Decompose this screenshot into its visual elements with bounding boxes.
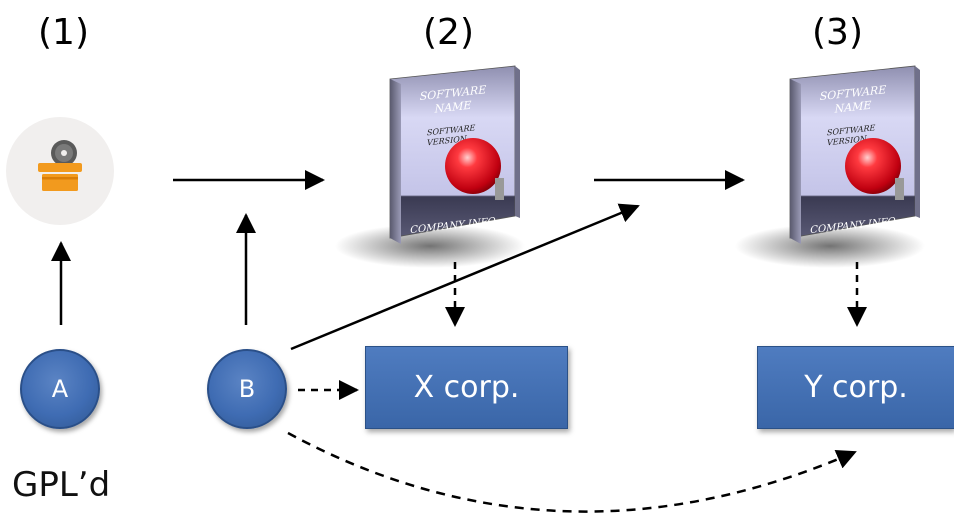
- svg-text:NAME: NAME: [434, 99, 472, 116]
- software-box-2: SOFTWARE NAME SOFTWARE VERSION COMPANY I…: [335, 65, 525, 268]
- node-b-label: B: [238, 375, 256, 403]
- arrow-b-diagonal: [290, 203, 640, 351]
- corp-y-box: Y corp.: [757, 346, 954, 429]
- corp-y-label: Y corp.: [804, 370, 908, 405]
- red-sphere-icon: [845, 138, 901, 194]
- node-b: B: [207, 349, 287, 429]
- package-icon: [6, 117, 114, 225]
- step-label-1: (1): [38, 12, 89, 53]
- node-a: A: [20, 349, 100, 429]
- step-label-2: (2): [423, 12, 474, 53]
- svg-text:NAME: NAME: [834, 99, 872, 116]
- corp-x-label: X corp.: [413, 370, 520, 405]
- software-box-3: SOFTWARE NAME SOFTWARE VERSION COMPANY I…: [735, 65, 925, 268]
- gpl-label: GPL’d: [12, 465, 111, 505]
- red-sphere-icon: [445, 138, 501, 194]
- corp-x-box: X corp.: [365, 346, 568, 429]
- step-label-3: (3): [812, 12, 863, 53]
- dashed-curve-b-to-y: [287, 431, 857, 513]
- node-a-label: A: [51, 375, 69, 403]
